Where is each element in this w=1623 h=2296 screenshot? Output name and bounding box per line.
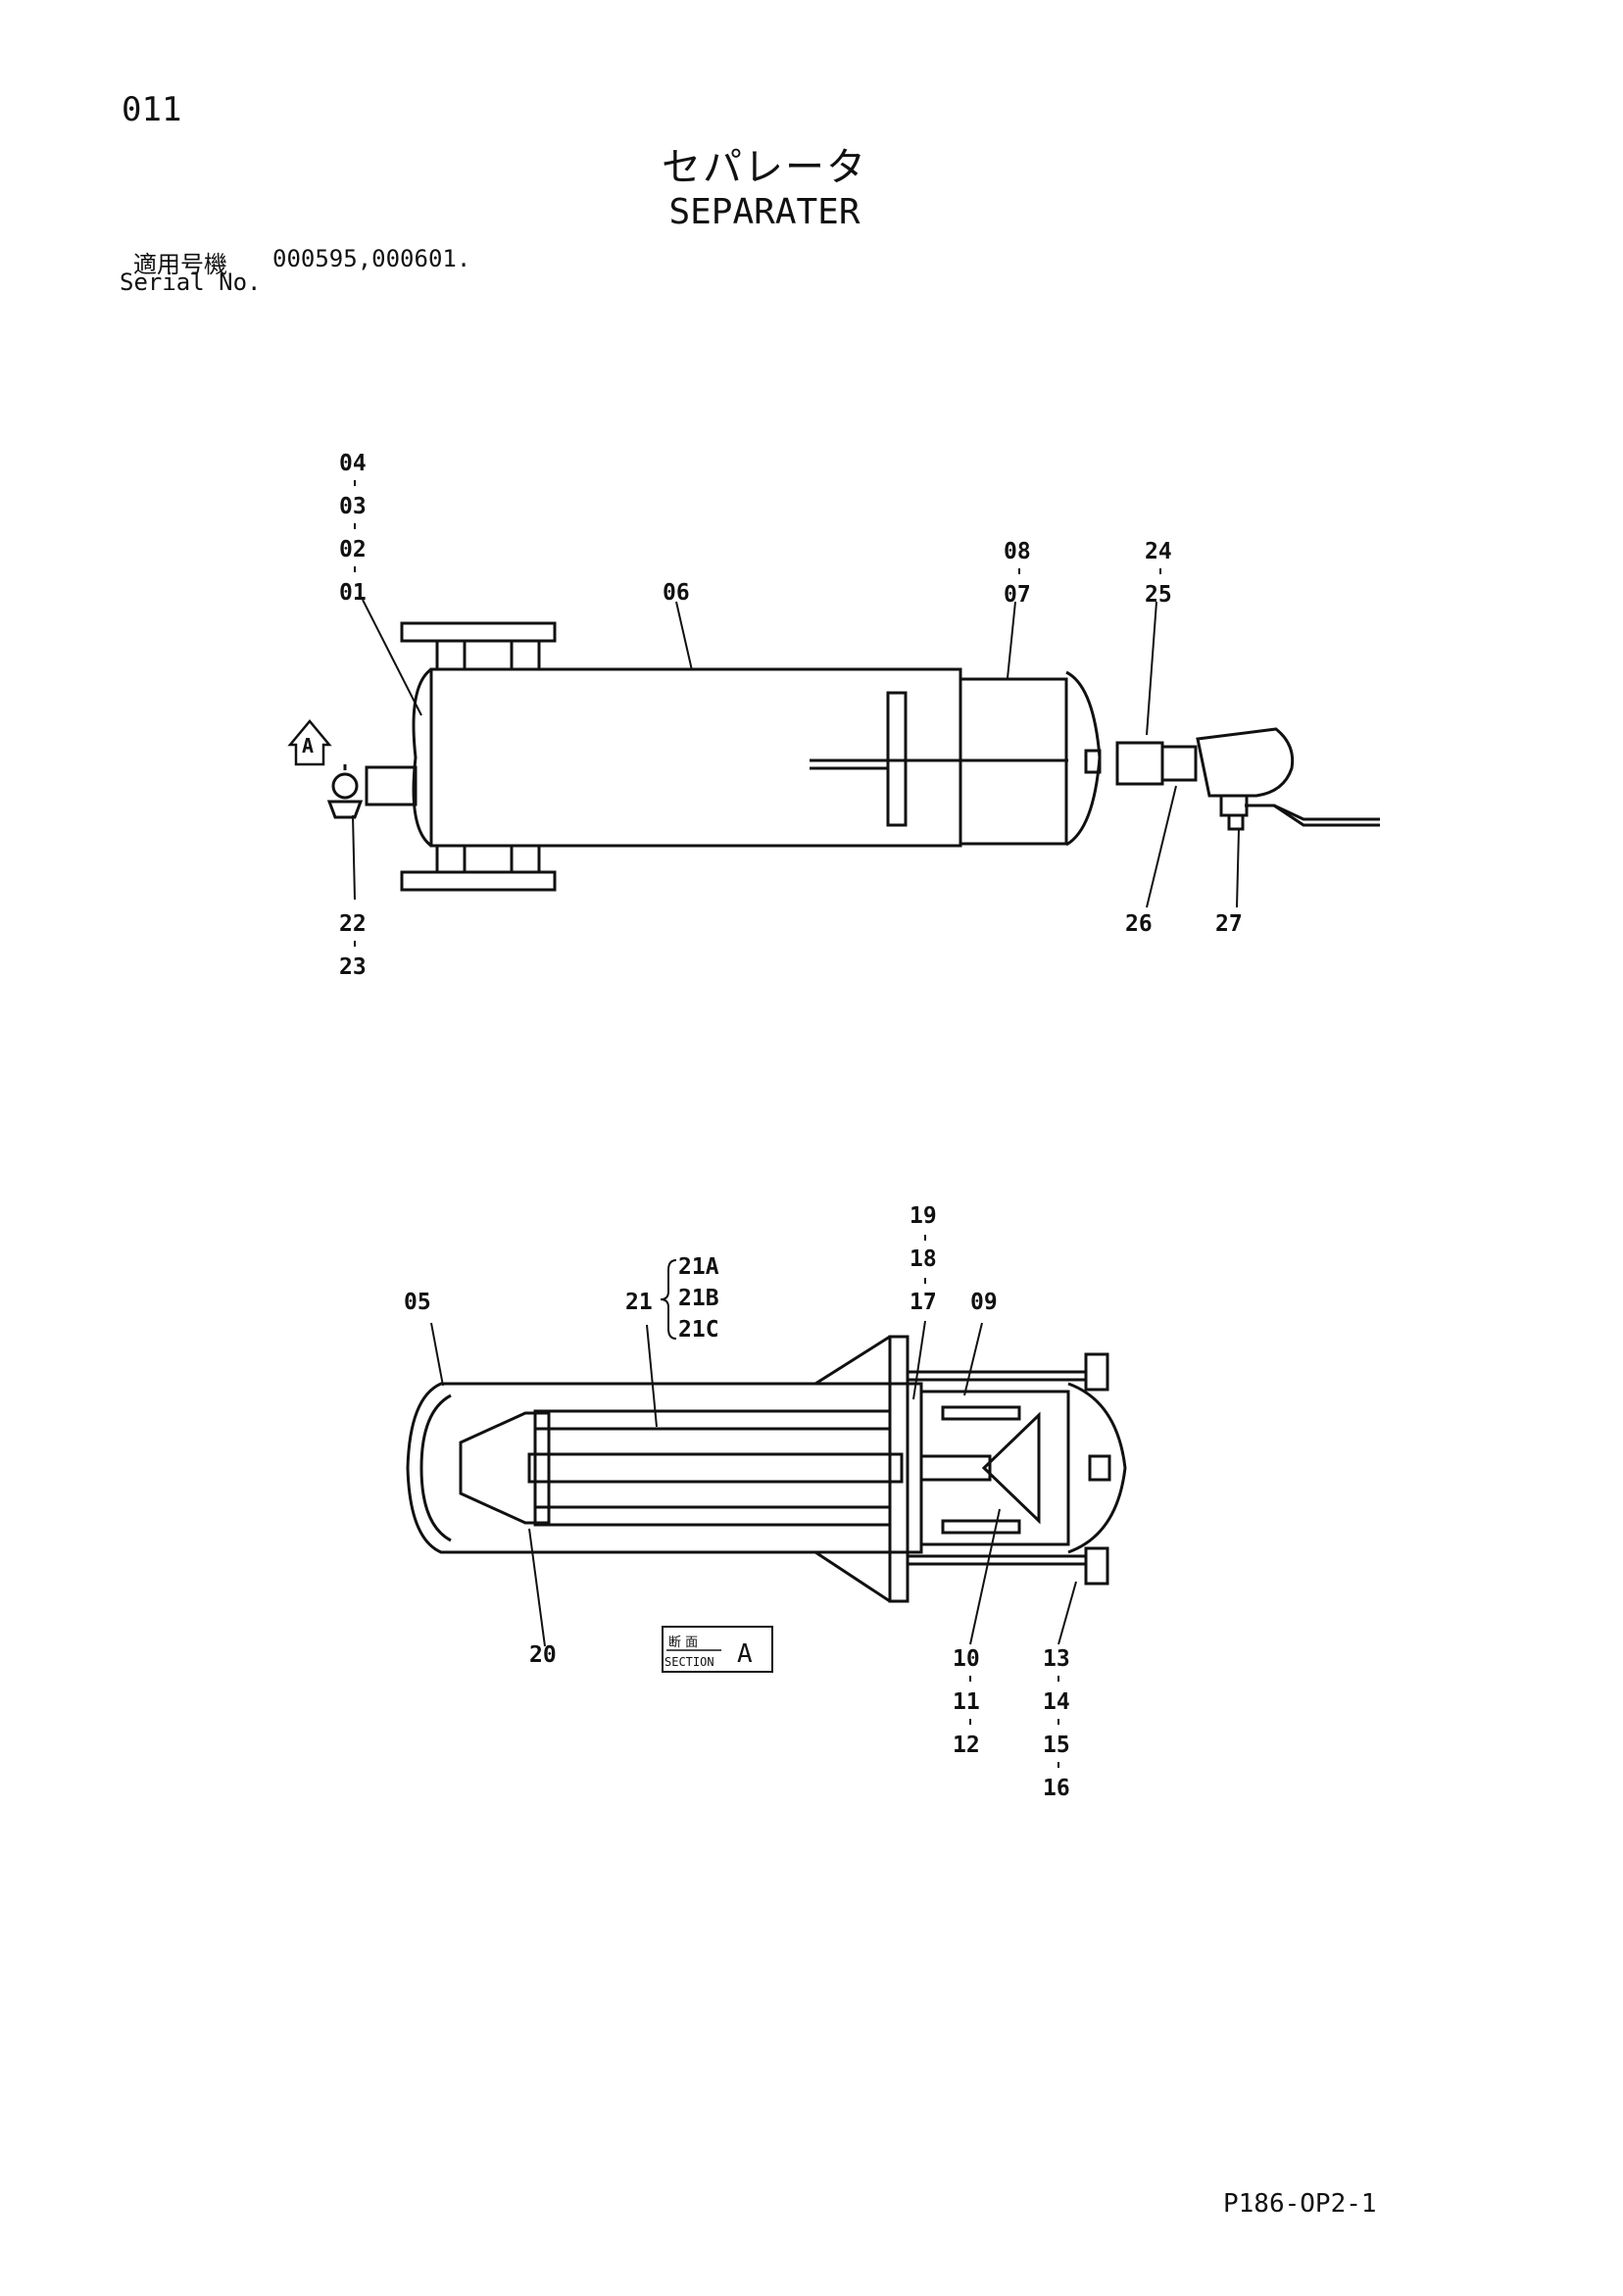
document-code: P186-OP2-1 (1223, 2189, 1377, 2219)
section-label-japanese: 断 面 (668, 1636, 698, 1650)
drain-cock (331, 772, 359, 800)
cap-nut (1084, 749, 1102, 774)
baffle (981, 1411, 1041, 1525)
section-label-english: SECTION (664, 1655, 714, 1669)
view-marker-letter: A (302, 734, 314, 757)
left-end-cap (412, 667, 432, 848)
label-09: 09 (970, 1290, 998, 1315)
label-16: 16 (1043, 1776, 1070, 1801)
label-03: 03 (339, 494, 367, 519)
label-05: 05 (404, 1290, 431, 1315)
label-17: 17 (910, 1290, 937, 1315)
label-08: 08 (1004, 539, 1031, 564)
serial-label-japanese: 適用号機 (133, 251, 227, 278)
label-10: 10 (953, 1646, 980, 1672)
separator-body (429, 667, 962, 848)
label-27: 27 (1215, 911, 1243, 937)
label-24: 24 (1145, 539, 1172, 564)
serial-value: 000595,000601. (272, 245, 471, 272)
center-bolt (919, 1454, 992, 1482)
label-01: 01 (339, 580, 367, 606)
view-marker-a: A (287, 719, 332, 766)
nut-fitting (1160, 745, 1198, 782)
top-view (326, 621, 1380, 892)
top-view-labels: 04 03 02 01 06 08 07 24 25 22 23 26 27 (339, 451, 1243, 980)
label-26: 26 (1125, 911, 1153, 937)
label-02: 02 (339, 537, 367, 562)
label-21b: 21B (678, 1286, 719, 1311)
bowl-section (959, 677, 1068, 846)
section-shell (406, 1382, 923, 1554)
serial-label-english: Serial No. (120, 269, 262, 296)
inner-cone (459, 1411, 551, 1525)
section-a-box: 断 面 SECTION A (662, 1626, 773, 1673)
drain-hose (1245, 804, 1380, 827)
adapter-fitting (1115, 741, 1164, 786)
label-11: 11 (953, 1689, 980, 1715)
title-english: SEPARATER (668, 192, 861, 232)
label-21: 21 (625, 1290, 653, 1315)
label-04: 04 (339, 451, 367, 476)
label-19: 19 (910, 1203, 937, 1229)
label-15: 15 (1043, 1733, 1070, 1758)
bracket-foot-top-left (435, 639, 467, 671)
label-22: 22 (339, 911, 367, 937)
bracket-foot-bottom-left (435, 844, 467, 874)
section-view (406, 1335, 1127, 1603)
page-number: 011 (122, 90, 182, 129)
section-end-cap (1067, 1382, 1127, 1554)
drain-cock-handle (326, 800, 364, 819)
label-21c: 21C (678, 1317, 719, 1343)
top-view-leaders (352, 480, 1240, 947)
drain-nozzle (365, 765, 418, 806)
label-14: 14 (1043, 1689, 1070, 1715)
bracket-foot-top-right (510, 639, 541, 671)
section-view-leaders (430, 1235, 1077, 1768)
label-12: 12 (953, 1733, 980, 1758)
wedge-bracket (814, 1335, 910, 1386)
label-07: 07 (1004, 582, 1031, 608)
label-13: 13 (1043, 1646, 1070, 1672)
rod-nut-top (1084, 1352, 1109, 1392)
label-25: 25 (1145, 582, 1172, 608)
label-20: 20 (529, 1642, 557, 1668)
title-japanese: セパレータ (662, 145, 867, 190)
section-view-labels: 19 18 17 09 05 21 21A 21B 21C 20 10 11 1… (404, 1203, 1070, 1801)
mounting-bracket-top (400, 621, 557, 643)
section-label-letter: A (737, 1639, 753, 1669)
label-21a: 21A (678, 1254, 719, 1280)
bracket-foot-bottom-right (510, 844, 541, 874)
label-18: 18 (910, 1246, 937, 1272)
label-06: 06 (663, 580, 690, 606)
rod-nut-bottom (1084, 1546, 1109, 1586)
auto-drain-valve (1196, 727, 1295, 798)
label-23: 23 (339, 954, 367, 980)
mounting-bracket-bottom (400, 870, 557, 892)
right-end-cap (1065, 670, 1102, 847)
